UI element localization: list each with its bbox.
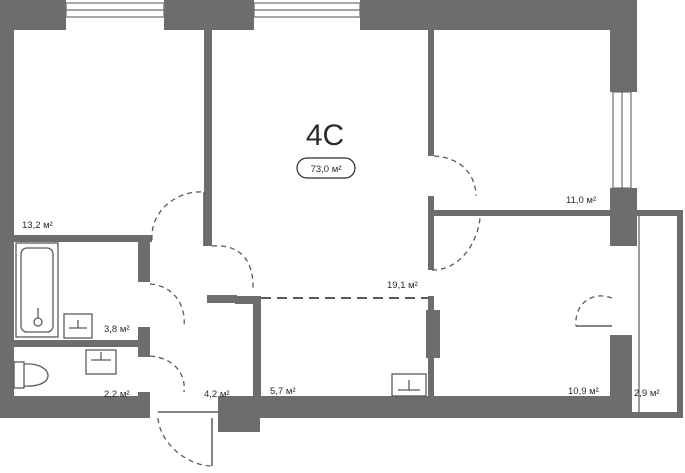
doors — [149, 155, 613, 467]
bathtub — [15, 242, 59, 338]
door-bathroom — [149, 283, 185, 327]
apartment-code: 4C — [306, 119, 344, 152]
kitchen-sink — [391, 373, 427, 397]
door-living — [211, 245, 254, 291]
room-area-bedroom-left: 13,2 м² — [22, 220, 53, 231]
windows — [65, 2, 632, 189]
door-toilet — [149, 355, 185, 393]
room-area-balcony: 2,9 м² — [634, 388, 660, 399]
room-area-bedroom-right: 11,0 м² — [566, 195, 596, 206]
balcony — [632, 210, 683, 418]
room-area-living: 19,1 м² — [387, 280, 418, 291]
room-area-bathroom: 3,8 м² — [104, 324, 130, 335]
total-area-badge — [296, 157, 356, 179]
door-leaves — [158, 192, 612, 466]
room-area-hall: 4,2 м² — [204, 389, 230, 400]
total-area: 73,0 м² — [311, 164, 342, 175]
door-entrance — [157, 417, 213, 467]
interior-walls — [14, 28, 610, 418]
sink-toilet — [85, 349, 117, 375]
door-room-bottom-right — [575, 295, 613, 327]
door-bedroom-left — [151, 191, 205, 241]
room-area-toilet: 2,2 м² — [104, 389, 130, 400]
door-room-right — [431, 217, 481, 271]
room-area-kitchen: 5,7 м² — [270, 386, 296, 397]
toilet-fixture — [13, 361, 49, 389]
room-area-bottom-right: 10,9 м² — [568, 386, 599, 397]
drain-icon — [33, 317, 43, 327]
sink-bathroom — [63, 313, 93, 339]
door-bedroom-right — [433, 155, 477, 197]
outer-walls — [0, 0, 637, 432]
